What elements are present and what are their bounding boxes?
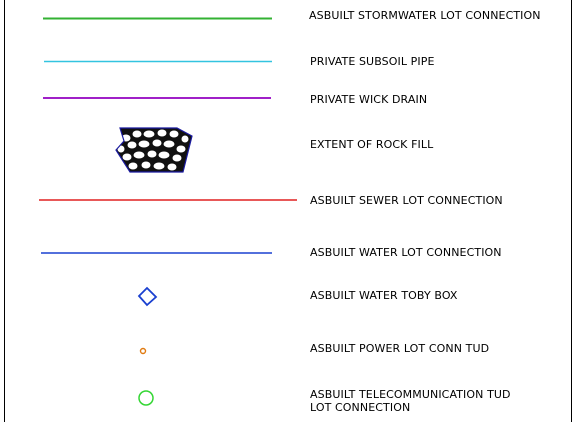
rock-fill-label: EXTENT OF ROCK FILL bbox=[310, 138, 434, 151]
sewer-label: ASBUILT SEWER LOT CONNECTION bbox=[310, 194, 503, 207]
power-tud-label: ASBUILT POWER LOT CONN TUD bbox=[310, 342, 490, 355]
power-tud-symbol bbox=[139, 347, 147, 355]
water-label: ASBUILT WATER LOT CONNECTION bbox=[310, 246, 502, 259]
telecom-tud-symbol bbox=[138, 390, 154, 406]
sheet-border-left bbox=[4, 0, 5, 422]
water-toby-box-label: ASBUILT WATER TOBY BOX bbox=[310, 289, 458, 302]
telecom-tud-label: ASBUILT TELECOMMUNICATION TUD LOT CONNEC… bbox=[310, 388, 511, 414]
sheet-border-right bbox=[571, 0, 572, 422]
stormwater-label: ASBUILT STORMWATER LOT CONNECTION bbox=[309, 9, 541, 22]
water-toby-box-symbol bbox=[137, 286, 158, 307]
subsoil-label: PRIVATE SUBSOIL PIPE bbox=[310, 55, 435, 68]
rock-fill-symbol bbox=[115, 127, 193, 173]
wick-drain-label: PRIVATE WICK DRAIN bbox=[310, 93, 428, 106]
